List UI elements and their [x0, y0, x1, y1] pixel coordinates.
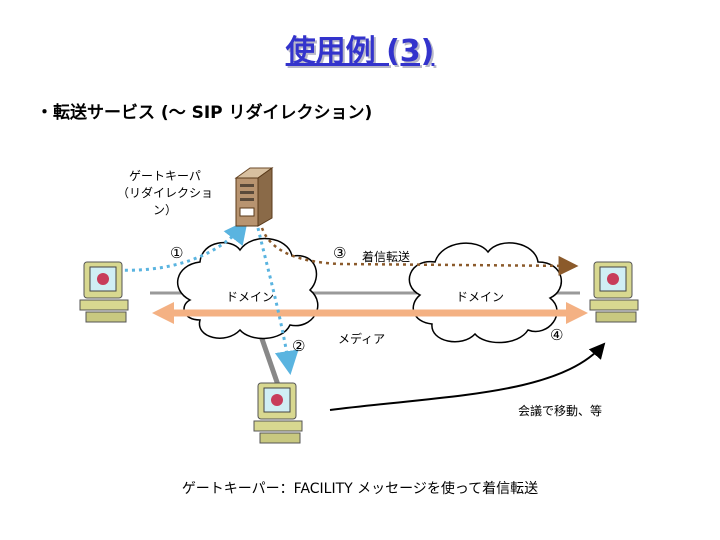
signal-path-2	[256, 227, 299, 375]
media-arrow-head-right	[566, 302, 588, 324]
media-arrow-head-left	[152, 302, 174, 324]
computer-terminal-icon	[253, 382, 303, 444]
move-arrow	[329, 342, 606, 411]
gatekeeper-label: ゲートキーパ （リダイレクション）	[110, 168, 220, 219]
step-2-label: ②	[292, 337, 306, 355]
slide-title: 使用例 (3)	[285, 34, 435, 69]
gatekeeper-label-line2: （リダイレクション）	[116, 186, 213, 217]
step-3-label: ③	[333, 244, 347, 262]
gatekeeper-label-line1: ゲートキーパ	[129, 169, 201, 183]
computer-terminal-icon	[589, 261, 639, 323]
bullet-text: ・転送サービス (～ SIP リダイレクション)	[36, 103, 373, 123]
cloud-icon	[408, 242, 563, 344]
server-icon	[234, 167, 274, 227]
signal-path-1	[117, 219, 248, 272]
media-label: メディア	[338, 332, 386, 346]
step-1-label: ①	[170, 244, 184, 262]
domain-label-left: ドメイン	[226, 290, 275, 304]
call-forward-label: 着信転送	[362, 250, 411, 264]
footer-caption: ゲートキーパー：FACILITY メッセージを使って着信転送	[181, 481, 539, 497]
computer-terminal-icon	[79, 261, 129, 323]
move-label: 会議で移動、等	[518, 404, 603, 418]
domain-label-right: ドメイン	[456, 290, 505, 304]
forward-path	[260, 227, 579, 276]
step-4-label: ④	[550, 326, 564, 344]
